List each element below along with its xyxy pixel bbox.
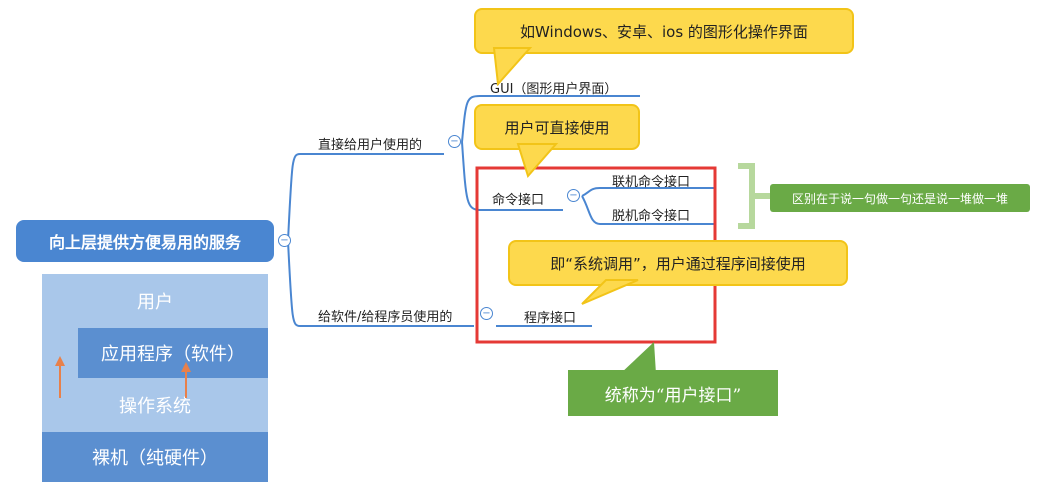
callout-user-interface: 统称为“用户接口” <box>568 370 778 416</box>
layer-hardware: 裸机（纯硬件） <box>42 432 268 482</box>
branch-cmd-label[interactable]: 命令接口 <box>492 193 545 208</box>
note-diff-text: 区别在于说一句做一句还是说一堆做一堆 <box>791 191 1008 206</box>
callout-syscall: 即“系统调用”，用户通过程序间接使用 <box>508 240 848 286</box>
layer-app: 应用程序（软件） <box>78 328 268 378</box>
layer-os: 操作系统 <box>42 378 268 432</box>
root-label: 向上层提供方便易用的服务 <box>48 233 241 252</box>
collapse-icon[interactable]: − <box>448 135 461 148</box>
branch-online-label[interactable]: 联机命令接口 <box>612 175 691 190</box>
branch-direct-label[interactable]: 直接给用户使用的 <box>318 138 423 153</box>
branch-gui-label[interactable]: GUI（图形用户界面） <box>490 82 618 97</box>
collapse-icon[interactable]: − <box>480 307 493 320</box>
layer-user-label: 用户 <box>137 292 173 313</box>
branch-offline-label[interactable]: 脱机命令接口 <box>612 209 691 224</box>
callout-gui-note: 如Windows、安卓、ios 的图形化操作界面 <box>474 8 854 54</box>
layer-user: 用户 <box>42 274 268 328</box>
branch-software-label[interactable]: 给软件/给程序员使用的 <box>318 310 453 325</box>
callout-pointer <box>581 279 639 305</box>
layer-app-label: 应用程序（软件） <box>101 344 245 365</box>
callout-pointer <box>516 143 559 179</box>
layer-os-label: 操作系统 <box>119 396 191 417</box>
callout-user-direct-text: 用户可直接使用 <box>504 118 610 137</box>
callout-gui-note-text: 如Windows、安卓、ios 的图形化操作界面 <box>520 22 808 41</box>
note-diff: 区别在于说一句做一句还是说一堆做一堆 <box>770 184 1030 212</box>
callout-syscall-text: 即“系统调用”，用户通过程序间接使用 <box>550 254 806 273</box>
callout-user-interface-text: 统称为“用户接口” <box>604 385 742 406</box>
collapse-icon[interactable]: − <box>278 234 291 247</box>
branch-program-label[interactable]: 程序接口 <box>524 311 577 326</box>
green-callout-pointer <box>620 342 656 374</box>
collapse-icon[interactable]: − <box>567 189 580 202</box>
layer-hardware-label: 裸机（纯硬件） <box>92 448 218 469</box>
callout-pointer <box>492 47 533 86</box>
root-node[interactable]: 向上层提供方便易用的服务 <box>16 220 274 262</box>
callout-user-direct: 用户可直接使用 <box>474 104 640 150</box>
